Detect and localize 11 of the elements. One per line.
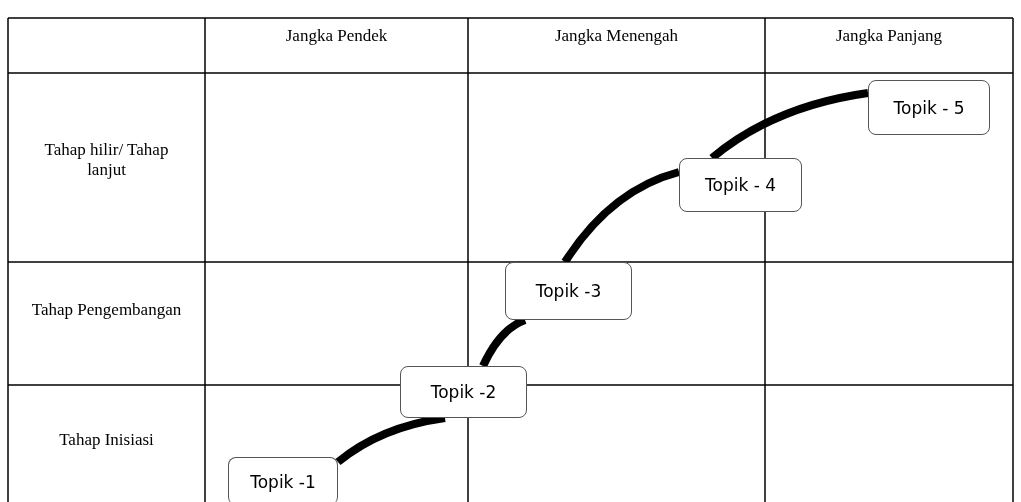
row-header: Tahap Inisiasi bbox=[58, 430, 155, 450]
column-header: Jangka Pendek bbox=[284, 26, 389, 46]
topic-box: Topik -1 bbox=[228, 457, 338, 502]
topic-box: Topik -2 bbox=[400, 366, 527, 418]
row-header: Tahap hilir/ Tahap lanjut bbox=[43, 140, 170, 180]
topic-box: Topik -3 bbox=[505, 262, 632, 320]
topic-box: Topik - 5 bbox=[868, 80, 990, 135]
topic-box: Topik - 4 bbox=[679, 158, 802, 212]
column-header: Jangka Panjang bbox=[834, 26, 944, 46]
column-header: Jangka Menengah bbox=[553, 26, 680, 46]
row-header: Tahap Pengembangan bbox=[30, 300, 183, 320]
